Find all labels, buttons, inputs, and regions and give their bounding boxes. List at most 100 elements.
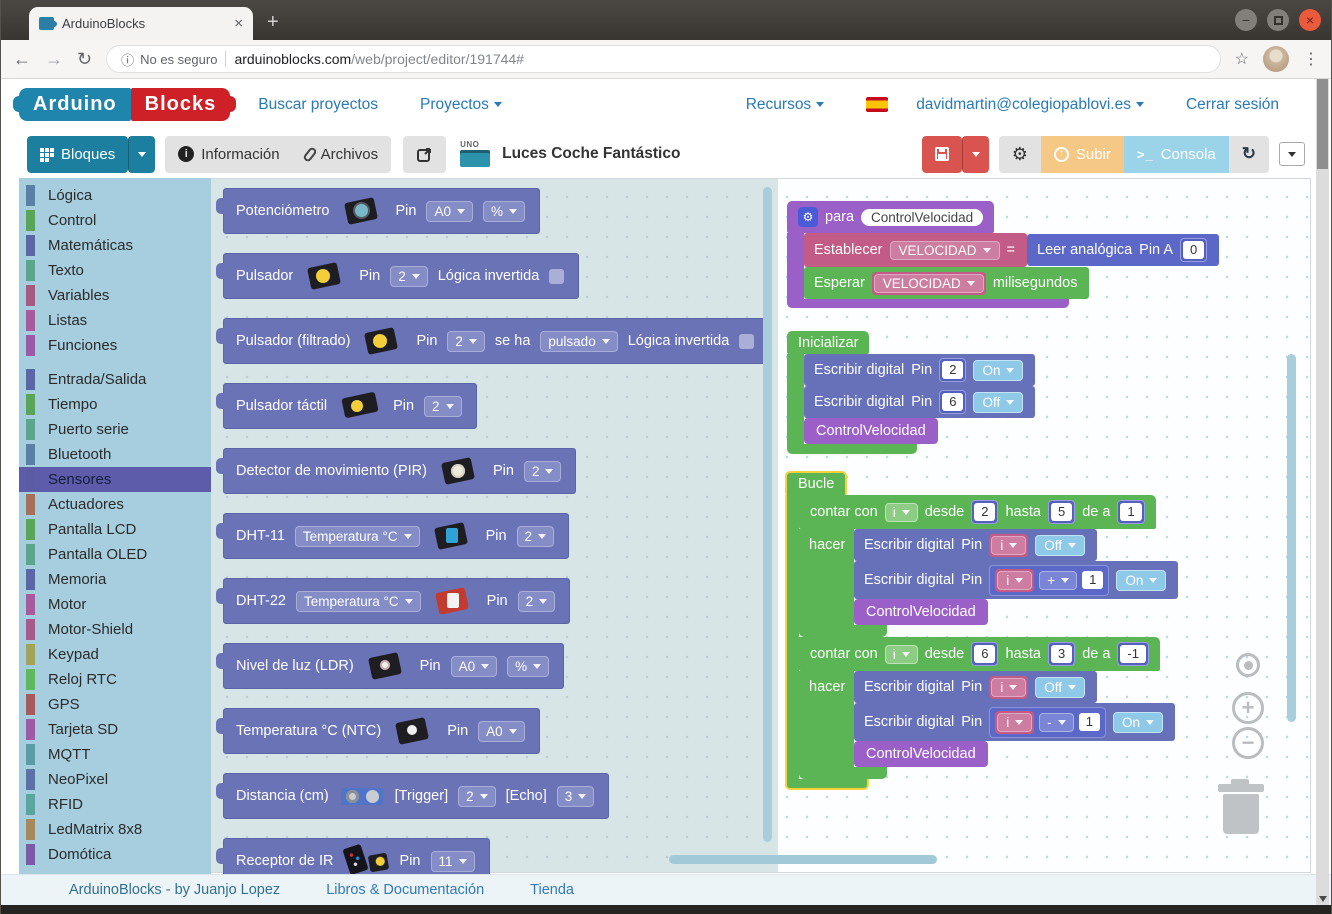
- set-variable-block[interactable]: Establecer VELOCIDAD =: [804, 233, 1028, 267]
- site-security-info[interactable]: ⓘ No es seguro: [121, 50, 217, 69]
- digital-write-block[interactable]: Escribir digital Pin 2 On: [804, 354, 1036, 386]
- digital-write-block[interactable]: Escribir digital Pin i - 1 On: [854, 703, 1175, 741]
- settings-button[interactable]: ⚙: [998, 135, 1041, 173]
- spain-flag-icon[interactable]: [866, 97, 889, 112]
- dropdown-field[interactable]: 3: [556, 785, 595, 807]
- sidebar-item-dom-tica[interactable]: Domótica: [19, 842, 211, 867]
- sidebar-item-pantalla-lcd[interactable]: Pantalla LCD: [19, 517, 211, 542]
- flyout-block[interactable]: Distancia (cm)[Trigger]2[Echo]3: [215, 773, 610, 819]
- share-button[interactable]: [403, 135, 447, 173]
- sidebar-item-rfid[interactable]: RFID: [19, 792, 211, 817]
- browser-menu-icon[interactable]: ⋮: [1303, 51, 1319, 68]
- digital-write-block[interactable]: Escribir digital Pin 6 Off: [804, 386, 1036, 418]
- subir-button[interactable]: ↑ Subir: [1040, 135, 1124, 173]
- workspace-vertical-scrollbar[interactable]: [1287, 354, 1296, 722]
- dropdown-field[interactable]: A0: [426, 200, 473, 222]
- sidebar-item-motor[interactable]: Motor: [19, 592, 211, 617]
- arithmetic-block[interactable]: i + 1: [989, 564, 1110, 596]
- state-dropdown[interactable]: Off: [1035, 534, 1085, 556]
- loop-block[interactable]: Bucle contar con i desde 2 hasta 5 de a: [785, 471, 1179, 790]
- function-call-block[interactable]: ControlVelocidad: [854, 599, 988, 625]
- close-button[interactable]: ×: [1299, 9, 1321, 31]
- variable-value-block[interactable]: i: [989, 533, 1029, 557]
- sidebar-item-l-gica[interactable]: Lógica: [19, 183, 211, 208]
- nav-user-menu[interactable]: davidmartin@colegiopablovi.es: [916, 96, 1144, 114]
- digital-write-block[interactable]: Escribir digital Pin i Off: [854, 671, 1097, 703]
- number-field[interactable]: 2: [974, 503, 996, 521]
- dropdown-field[interactable]: 2: [424, 395, 462, 417]
- function-define-block[interactable]: ⚙ para ControlVelocidad Establecer VELOC…: [787, 201, 1220, 308]
- page-scrollbar[interactable]: [1316, 79, 1329, 905]
- state-dropdown[interactable]: Off: [973, 391, 1024, 413]
- bloques-button[interactable]: Bloques: [27, 135, 129, 173]
- sidebar-item-puerto-serie[interactable]: Puerto serie: [19, 417, 211, 442]
- minimize-button[interactable]: −: [1235, 9, 1257, 31]
- arduinoblocks-logo[interactable]: Arduino Blocks: [13, 88, 236, 121]
- dropdown-field[interactable]: 2: [523, 460, 562, 482]
- sidebar-item-tarjeta-sd[interactable]: Tarjeta SD: [19, 717, 211, 742]
- count-with-block[interactable]: contar con i desde 6 hasta 3 de a -1 hac…: [799, 637, 1175, 779]
- footer-libros-link[interactable]: Libros & Documentación: [326, 882, 485, 898]
- bloques-dropdown-button[interactable]: [128, 135, 156, 173]
- function-call-block[interactable]: ControlVelocidad: [854, 741, 988, 767]
- url-text[interactable]: arduinoblocks.com/web/project/editor/191…: [234, 51, 524, 67]
- browser-tab[interactable]: ArduinoBlocks ×: [29, 7, 253, 40]
- save-dropdown-button[interactable]: [961, 135, 989, 173]
- sidebar-item-gps[interactable]: GPS: [19, 692, 211, 717]
- number-field[interactable]: 1: [1078, 713, 1100, 731]
- sidebar-item-matem-ticas[interactable]: Matemáticas: [19, 233, 211, 258]
- variable-value-block[interactable]: i: [995, 710, 1035, 734]
- archivos-button[interactable]: Archivos: [292, 135, 392, 173]
- function-call-block[interactable]: ControlVelocidad: [804, 418, 938, 444]
- sidebar-item-mqtt[interactable]: MQTT: [19, 742, 211, 767]
- dropdown-field[interactable]: pulsado: [540, 330, 618, 352]
- workspace-horizontal-scrollbar[interactable]: [669, 855, 937, 864]
- tab-close-icon[interactable]: ×: [234, 15, 243, 32]
- nav-recursos-menu[interactable]: Recursos: [746, 96, 825, 114]
- state-dropdown[interactable]: Off: [1035, 676, 1085, 698]
- sidebar-item-bluetooth[interactable]: Bluetooth: [19, 442, 211, 467]
- profile-avatar[interactable]: [1263, 46, 1289, 72]
- sidebar-item-control[interactable]: Control: [19, 208, 211, 233]
- dropdown-field[interactable]: 2: [517, 590, 556, 612]
- scroll-down-arrow-icon[interactable]: [1319, 896, 1327, 902]
- sidebar-item-reloj-rtc[interactable]: Reloj RTC: [19, 667, 211, 692]
- operator-dropdown[interactable]: +: [1039, 570, 1078, 590]
- sidebar-item-motor-shield[interactable]: Motor-Shield: [19, 617, 211, 642]
- consola-button[interactable]: >_ Consola: [1123, 135, 1229, 173]
- initialize-block[interactable]: Inicializar Escribir digital Pin 2 On Es…: [787, 331, 1036, 454]
- sidebar-item-texto[interactable]: Texto: [19, 258, 211, 283]
- dropdown-field[interactable]: 2: [516, 525, 555, 547]
- dropdown-field[interactable]: 2: [390, 265, 428, 287]
- number-field[interactable]: 3: [1050, 645, 1073, 663]
- sidebar-item-memoria[interactable]: Memoria: [19, 567, 211, 592]
- zoom-out-button[interactable]: −: [1232, 727, 1264, 759]
- pin-number-field[interactable]: 0: [1183, 241, 1205, 259]
- variable-value-block[interactable]: VELOCIDAD: [871, 271, 986, 295]
- gear-icon[interactable]: ⚙: [798, 207, 818, 227]
- sidebar-item-neopixel[interactable]: NeoPixel: [19, 767, 211, 792]
- sidebar-item-sensores[interactable]: Sensores: [19, 467, 211, 492]
- zoom-reset-button[interactable]: [1236, 653, 1260, 677]
- forward-icon[interactable]: →: [45, 48, 63, 69]
- state-dropdown[interactable]: On: [1112, 711, 1163, 733]
- sidebar-item-variables[interactable]: Variables: [19, 283, 211, 308]
- number-field[interactable]: -1: [1120, 645, 1146, 663]
- refresh-button[interactable]: ↻: [1228, 135, 1269, 173]
- number-field[interactable]: 1: [1120, 503, 1142, 521]
- sidebar-item-listas[interactable]: Listas: [19, 308, 211, 333]
- nav-proyectos-menu[interactable]: Proyectos: [420, 96, 502, 114]
- loop-variable-dropdown[interactable]: i: [884, 644, 918, 664]
- number-field[interactable]: 5: [1050, 503, 1073, 521]
- workspace-dropdown-button[interactable]: [1279, 142, 1305, 166]
- trash-icon[interactable]: [1218, 779, 1264, 834]
- page-scrollbar-thumb[interactable]: [1317, 79, 1328, 169]
- variable-value-block[interactable]: i: [989, 675, 1029, 699]
- dropdown-field[interactable]: %: [482, 200, 525, 222]
- sidebar-item-funciones[interactable]: Funciones: [19, 333, 211, 358]
